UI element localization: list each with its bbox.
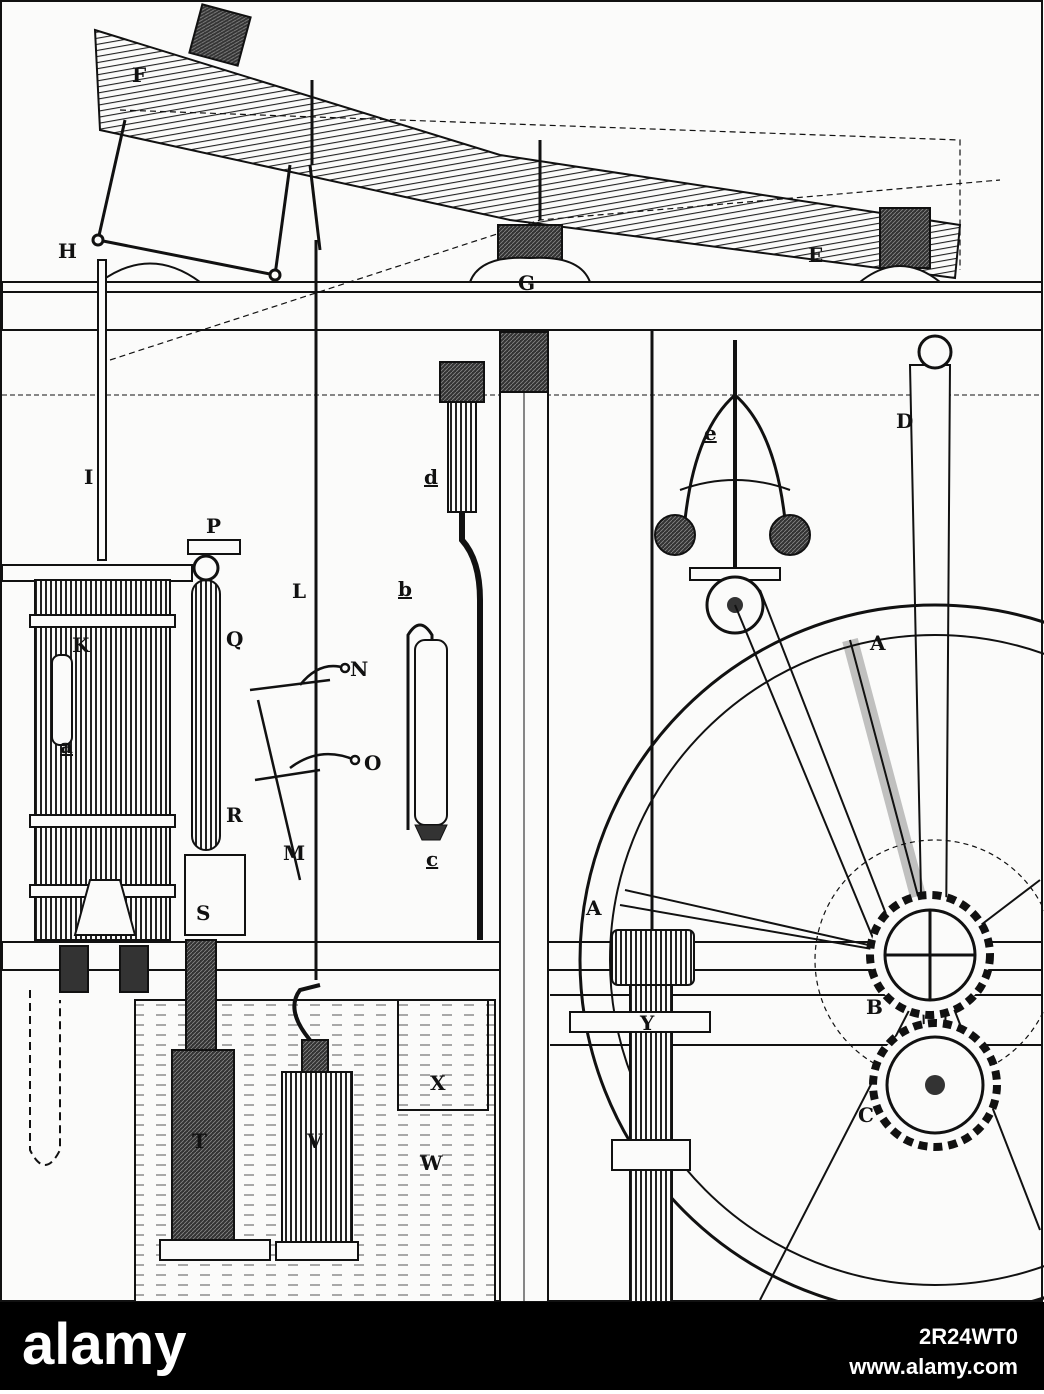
label-N: N <box>350 657 368 681</box>
valve-chest <box>184 539 246 936</box>
label-V: V <box>306 1129 323 1153</box>
label-Y: Y <box>639 1011 655 1035</box>
site-url: www.alamy.com <box>848 1354 1018 1379</box>
parallel-motion-linkage <box>91 119 322 282</box>
air-pump-y <box>569 929 711 1302</box>
label-A-left: A <box>585 896 602 920</box>
valve-gear <box>249 662 361 881</box>
label-W: W <box>419 1151 443 1175</box>
watermark-graphic: alamy 2R24WT0 www.alamy.com <box>22 1312 1018 1379</box>
label-R: R <box>226 803 243 827</box>
label-D: D <box>896 409 913 433</box>
label-I: I <box>84 465 93 489</box>
label-G: G <box>518 271 535 295</box>
label-M: M <box>283 841 305 865</box>
label-H: H <box>58 239 77 263</box>
label-A-top: A <box>869 631 886 655</box>
label-e: e <box>704 421 717 445</box>
image-id: 2R24WT0 <box>919 1324 1018 1349</box>
label-a: a <box>60 734 73 758</box>
label-C: C <box>858 1103 874 1127</box>
label-b: b <box>398 577 412 601</box>
vacuum-gauge <box>406 623 448 841</box>
label-L: L <box>292 579 306 603</box>
steam-gauge <box>439 361 485 940</box>
governor <box>654 340 811 635</box>
eduction-pipe <box>29 990 61 1166</box>
label-X: X <box>430 1071 446 1095</box>
beam-pedestal <box>96 224 943 283</box>
piston-rod <box>97 259 107 561</box>
label-F: F <box>132 63 146 87</box>
label-c: c <box>426 847 438 871</box>
label-d: d <box>424 465 438 489</box>
centre-column <box>499 331 549 1302</box>
label-T: T <box>192 1129 207 1153</box>
condenser-v <box>275 983 359 1261</box>
air-pump-t <box>159 939 271 1261</box>
sun-gear <box>869 1019 1001 1151</box>
alamy-logo: alamy <box>22 1312 186 1377</box>
steam-cylinder <box>1 564 193 993</box>
upper-floor-beam <box>1 281 1043 396</box>
steam-engine-diagram: F H G E D I P L b d e K a Q N O R M c S … <box>0 0 1044 1302</box>
label-Q: Q <box>226 627 243 651</box>
label-E: E <box>808 243 823 267</box>
label-P: P <box>206 514 221 538</box>
label-O: O <box>364 751 381 775</box>
label-S: S <box>196 901 210 925</box>
part-labels: F H G E D I P L b d e K a Q N O R M c S … <box>58 63 913 1175</box>
planet-gear <box>866 891 994 1019</box>
watermark-bar: alamy 2R24WT0 www.alamy.com <box>0 1302 1044 1390</box>
label-K: K <box>72 633 90 657</box>
label-B: B <box>866 995 883 1019</box>
